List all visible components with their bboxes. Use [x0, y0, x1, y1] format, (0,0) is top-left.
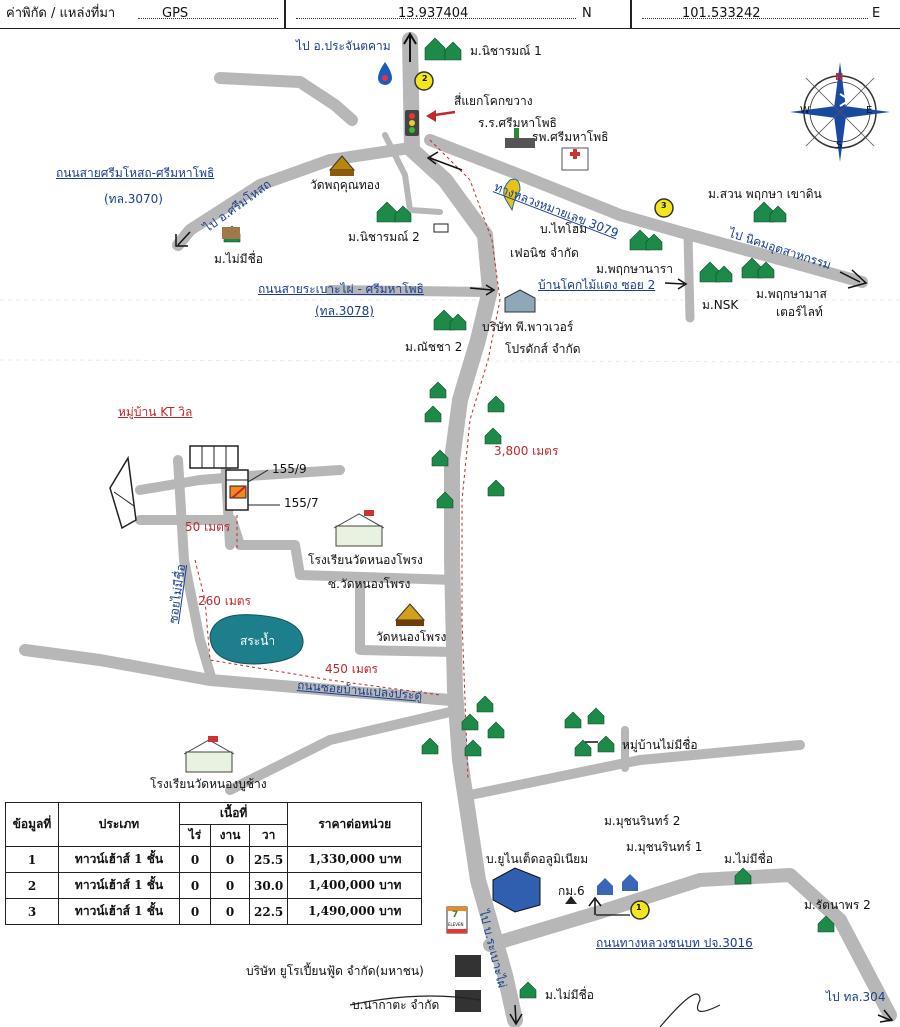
longitude-dir: E	[872, 6, 881, 21]
marker-1-label: 1	[636, 903, 642, 912]
label-furniture: เฟอนิช จำกัด	[510, 246, 579, 260]
school-icon	[333, 510, 385, 547]
compass-e: E	[866, 105, 873, 116]
label-phruksa-mas: ม.พฤกษามาส	[756, 287, 827, 301]
label-wat-phrukhuthong: วัดพฤคุณทอง	[310, 178, 380, 192]
label-distance-3800: 3,800 เมตร	[494, 444, 559, 458]
th-price: ราคาต่อหน่วย	[287, 802, 423, 847]
main-road	[402, 32, 523, 1027]
latitude-value: 13.937404	[398, 6, 469, 21]
marker-2-icon	[414, 71, 434, 91]
seven-eleven-number: 7	[452, 910, 459, 920]
factory-icon	[455, 955, 481, 977]
label-nicharm2: ม.นิชารมณ์ 2	[348, 230, 420, 244]
compass-w: W	[800, 105, 810, 116]
label-nicharm1: ม.นิชารมณ์ 1	[470, 44, 542, 58]
th-no: ข้อมูลที่	[5, 802, 59, 847]
compass-s: S	[836, 140, 843, 151]
label-phruksa-nara: ม.พฤกษานารา	[596, 262, 673, 276]
price-table: ข้อมูลที่ ประเภท เนื้อที่ ราคาต่อหน่วย ไ…	[5, 802, 423, 925]
gps-header: ค่าพิกัด / แหล่งที่มา GPS 13.937404 N 10…	[0, 0, 900, 29]
label-natcha2: ม.ณัชชา 2	[405, 340, 463, 354]
label-village-nomane: หมู่บ้านไม่มีชื่อ	[622, 738, 698, 752]
label-road-3078-name: ถนนสายระเบาะไผ่ - ศรีมหาโพธิ	[258, 282, 424, 296]
marker-1-icon	[630, 900, 650, 920]
label-mu-chonrin2: ม.มุชนรินทร์ 2	[604, 814, 681, 828]
th-ngan: งาน	[210, 824, 250, 847]
label-therlight: เตอร์ไลท์	[776, 305, 823, 319]
village-house-icons	[223, 37, 835, 999]
latitude-dir: N	[582, 6, 592, 21]
label-school-srimahaphot: ร.ร.ศรีมหาโพธิ	[478, 116, 557, 130]
label-to-prachantakham: ไป อ.ประจันตคาม	[296, 39, 391, 53]
label-plot-1557: 155/7	[284, 496, 319, 510]
coordinate-label: ค่าพิกัด / แหล่งที่มา	[6, 6, 116, 21]
label-road-3070-code: (ทล.3070)	[104, 192, 163, 206]
label-nakatsu: บ.นากาตะ จำกัด	[352, 998, 440, 1012]
compass-icon	[790, 62, 890, 162]
compass-n: N	[835, 72, 844, 83]
road-3078	[325, 285, 493, 297]
school-icon	[183, 736, 235, 773]
label-nomane3: ม.ไม่มีชื่อ	[545, 988, 594, 1002]
seven-eleven-word: ELEVEN	[448, 922, 464, 927]
factory-icon	[455, 990, 481, 1012]
label-plot-1559: 155/9	[272, 462, 307, 476]
th-area: เนื้อที่	[178, 802, 289, 825]
label-p-power: บริษัท พี.พาวเวอร์	[482, 320, 574, 334]
label-ratnaporn2: ม.รัตนาพร 2	[804, 898, 871, 912]
marker-3-icon	[654, 198, 674, 218]
coordinate-source: GPS	[162, 6, 189, 21]
label-school-nongbuchang: โรงเรียนวัดหนองบูช้าง	[150, 777, 267, 791]
label-b-thaihome: บ.ไทโฮม	[540, 222, 588, 236]
label-distance-450: 450 เมตร	[325, 662, 378, 676]
marker-2-label: 2	[422, 74, 428, 83]
label-junction: สี่แยกโคกขวาง	[454, 94, 533, 108]
factory-icon	[504, 289, 536, 313]
road-3070	[172, 142, 416, 251]
label-distance-50: 50 เมตร	[185, 520, 231, 534]
table-row: 3 ทาวน์เฮ้าส์ 1 ชั้น 0 0 22.5 1,490,000 …	[5, 898, 423, 925]
label-ban-khok-soi2: บ้านโคกไม้แดง ซอย 2	[538, 278, 656, 292]
label-hospital: รพ.ศรีมหาโพธิ	[532, 130, 609, 144]
th-rai: ไร่	[179, 824, 211, 847]
label-school-watnongphrong: โรงเรียนวัดหนองโพรง	[308, 553, 423, 567]
factory-icon	[492, 867, 541, 913]
label-road-3078-code: (ทล.3078)	[315, 304, 374, 318]
label-products: โปรดักส์ จำกัด	[505, 342, 581, 356]
highway-3079	[424, 134, 868, 288]
label-to-304: ไป ทล.304	[826, 990, 886, 1004]
table-row: 1 ทาวน์เฮ้าส์ 1 ชั้น 0 0 25.5 1,330,000 …	[5, 846, 423, 873]
pond	[209, 614, 304, 665]
label-united-alu: บ.ยูไนเต็ดอลูมิเนียม	[486, 852, 589, 866]
road-banplaeng	[19, 644, 456, 706]
label-wat-nongphrong: วัดหนองโพรง	[376, 630, 447, 644]
label-distance-260: 260 เมตร	[198, 594, 251, 608]
label-nomane2: ม.ไม่มีชื่อ	[724, 852, 773, 866]
label-nomane: ม.ไม่มีชื่อ	[214, 252, 263, 266]
th-wa: วา	[248, 824, 289, 847]
label-road-3070-name: ถนนสายศรีมโหสถ-ศรีมหาโพธิ	[56, 166, 215, 180]
label-soi-watnongphrong: ซ.วัดหนองโพรง	[328, 577, 411, 591]
label-mu-chonrin1: ม.มุชนรินทร์ 1	[626, 840, 703, 854]
label-kt-ville: หมู่บ้าน KT วิล	[118, 405, 193, 419]
temple-icon	[328, 155, 356, 176]
longitude-value: 101.533242	[682, 6, 761, 21]
label-suan-phruksa: ม.สวน พฤกษา เขาดิน	[708, 187, 822, 201]
marker-3-label: 3	[661, 201, 667, 210]
label-nsk: ม.NSK	[702, 298, 739, 312]
table-row: 2 ทาวน์เฮ้าส์ 1 ชั้น 0 0 30.0 1,400,000 …	[5, 872, 423, 899]
temple-icon	[394, 603, 426, 626]
label-pond: สระน้ำ	[240, 634, 276, 648]
th-type: ประเภท	[58, 802, 180, 847]
km-marker-icon	[565, 896, 577, 904]
road-upper-left	[214, 72, 358, 126]
label-eurofood: บริษัท ยูโรเปี้ยนฟู้ด จำกัด(มหาชน)	[246, 964, 424, 978]
label-road-3016: ถนนทางหลวงชนบท ปจ.3016	[596, 936, 753, 950]
gas-station-icon	[378, 62, 392, 85]
label-kor-mor6: กม.6	[558, 884, 585, 898]
